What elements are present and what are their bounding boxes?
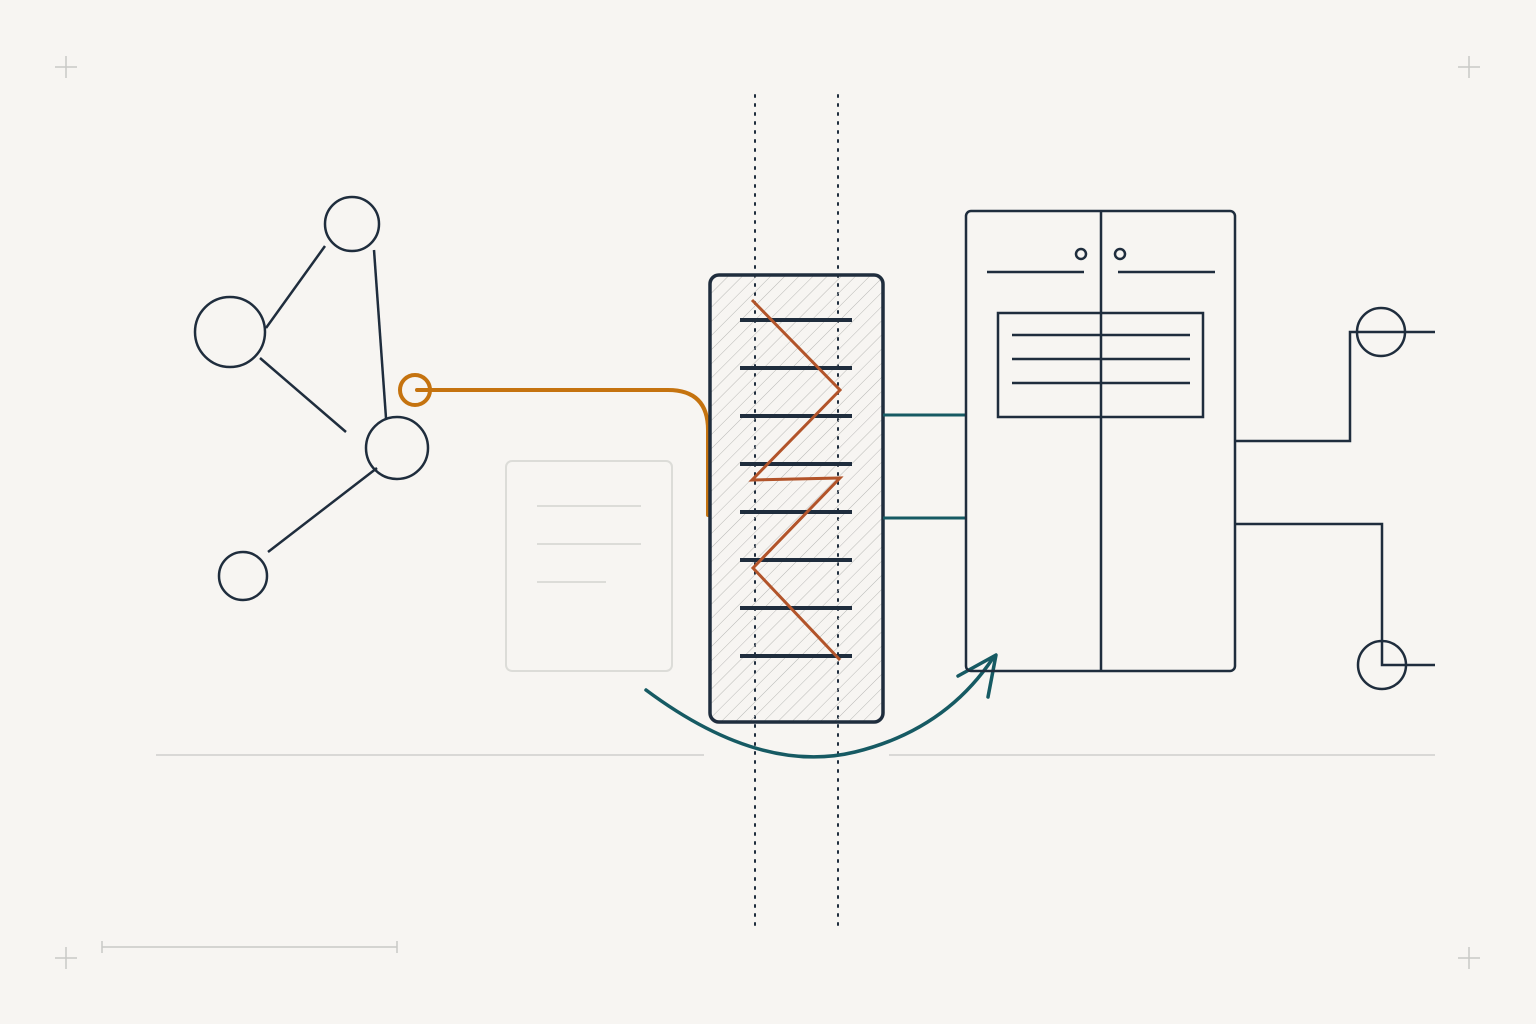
cabinet-panel	[996, 311, 1205, 419]
corner-mark-bottom-right	[1458, 947, 1480, 969]
graph-edge	[259, 357, 347, 433]
corner-marks	[55, 56, 1480, 969]
terminal-icon	[1355, 306, 1407, 358]
terminal-icon	[1356, 639, 1408, 691]
corner-mark-top-left	[55, 56, 77, 78]
curved-arrow-icon	[644, 653, 998, 759]
scale-bar	[101, 941, 398, 953]
teal-links	[883, 413, 966, 520]
network-graph-icon	[193, 195, 430, 602]
corner-mark-bottom-left	[55, 947, 77, 969]
graph-node	[364, 415, 430, 481]
document-icon	[505, 460, 673, 672]
filter-cartridge-icon	[708, 273, 885, 724]
graph-edge	[264, 245, 327, 329]
graph-node	[193, 295, 267, 369]
orange-connector	[398, 373, 710, 517]
graph-edge	[372, 249, 388, 419]
graph-node	[217, 550, 269, 602]
cabinet-knob	[1113, 247, 1127, 261]
zigzag-signal	[748, 298, 844, 662]
cabinet-icon	[964, 209, 1237, 673]
graph-edge	[267, 467, 378, 553]
output-wiring	[1235, 306, 1435, 691]
dotted-guides	[754, 94, 839, 931]
graph-node	[323, 195, 381, 253]
cabinet-knob	[1074, 247, 1088, 261]
corner-mark-top-right	[1458, 56, 1480, 78]
cartridge-rungs	[740, 318, 852, 658]
